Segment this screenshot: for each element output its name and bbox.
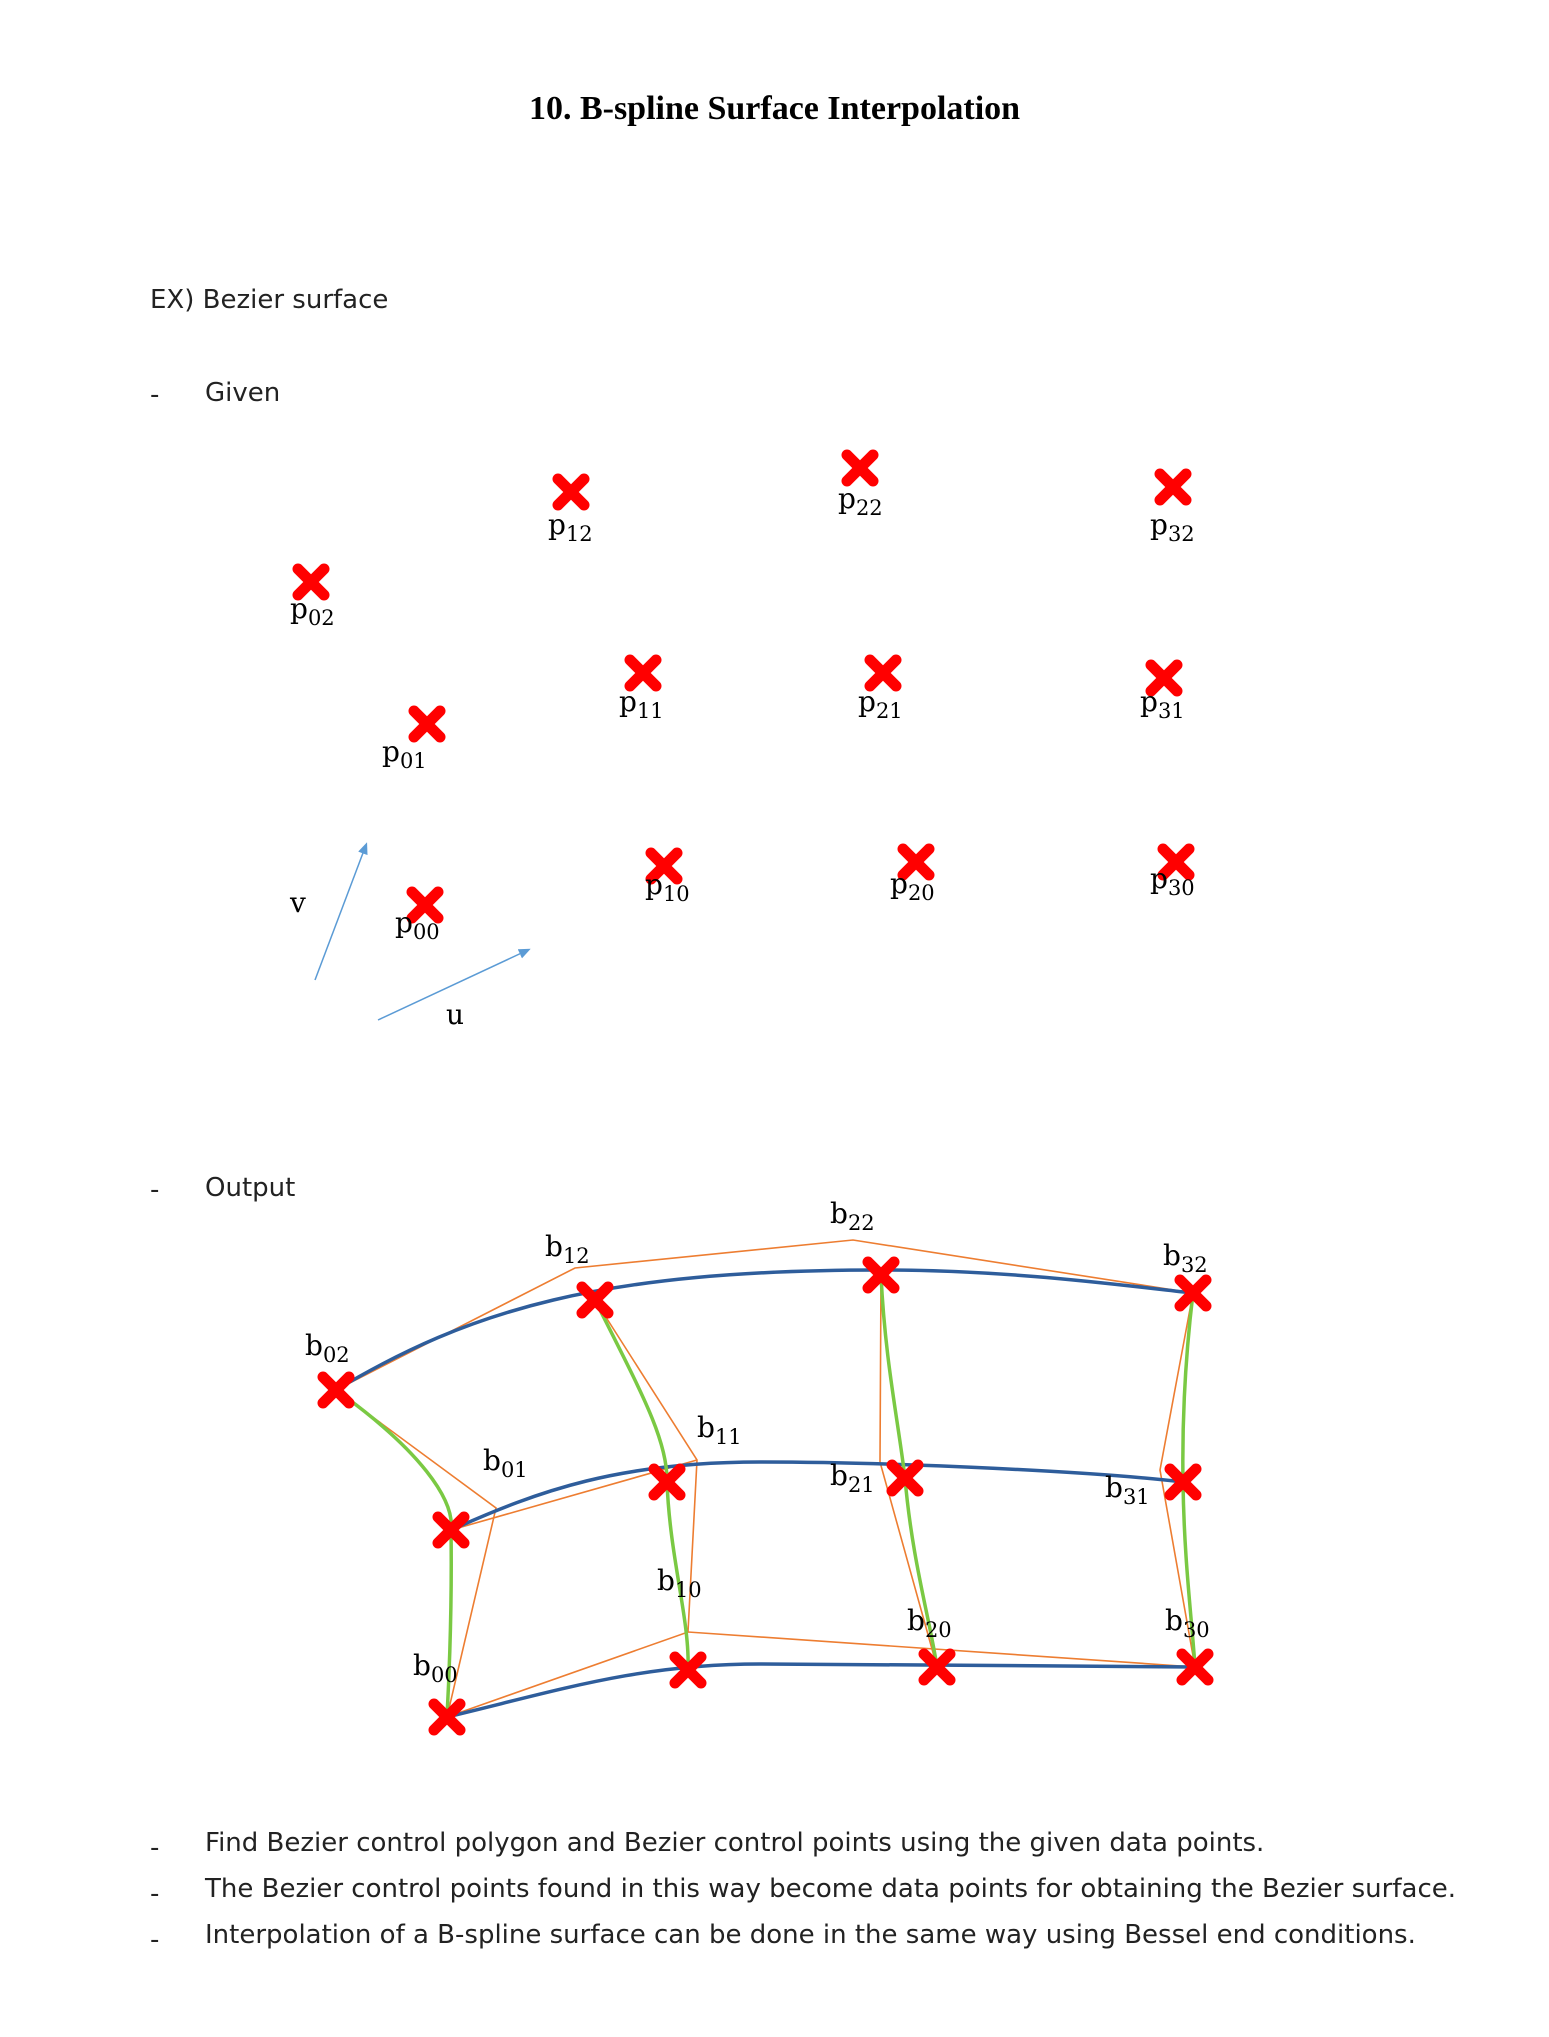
control-point-b00-marker bbox=[428, 1698, 466, 1736]
control-point-b01-marker bbox=[432, 1511, 470, 1549]
data-point-p22-marker bbox=[841, 449, 879, 487]
bullet-text-1: Find Bezier control polygon and Bezier c… bbox=[205, 1828, 1265, 1858]
control-polygon-edge bbox=[335, 1389, 497, 1718]
data-point-p11-label: p11 bbox=[619, 685, 664, 723]
control-point-b10-label: b10 bbox=[657, 1564, 702, 1602]
bullet-text-2: The Bezier control points found in this … bbox=[205, 1874, 1456, 1904]
control-point-b31-marker bbox=[1164, 1463, 1202, 1501]
data-point-p21-marker bbox=[864, 654, 902, 692]
data-point-p10-marker bbox=[645, 847, 683, 885]
control-point-b02-marker bbox=[317, 1371, 355, 1409]
bullet-dash-2: - bbox=[150, 1879, 160, 1909]
data-point-p00-label: p00 bbox=[395, 906, 440, 944]
data-point-p32-marker bbox=[1154, 468, 1192, 506]
given-label: Given bbox=[205, 378, 281, 408]
output-dash: - bbox=[150, 1175, 160, 1205]
example-heading: EX) Bezier surface bbox=[150, 285, 389, 315]
control-point-b22-label: b22 bbox=[830, 1197, 875, 1235]
control-point-b31-label: b31 bbox=[1105, 1471, 1150, 1509]
control-point-b30-label: b30 bbox=[1165, 1604, 1210, 1642]
bullet-dash-3: - bbox=[150, 1925, 160, 1955]
control-point-b21-label: b21 bbox=[830, 1459, 875, 1497]
data-point-p10-label: p10 bbox=[645, 868, 690, 906]
control-point-b20-marker bbox=[918, 1648, 956, 1686]
data-point-p31-marker bbox=[1145, 659, 1183, 697]
data-point-p02-label: p02 bbox=[290, 592, 335, 630]
data-point-p01-marker bbox=[408, 705, 446, 743]
data-point-p20-marker bbox=[897, 843, 935, 881]
u-axis-label: u bbox=[446, 998, 464, 1031]
control-point-b12-label: b12 bbox=[545, 1230, 590, 1268]
control-point-b02-label: b02 bbox=[305, 1329, 350, 1367]
data-point-p02-marker bbox=[292, 563, 330, 601]
control-point-b22-marker bbox=[862, 1256, 900, 1294]
u-axis-arrow bbox=[377, 948, 531, 1021]
data-point-p31-label: p31 bbox=[1140, 685, 1185, 723]
control-point-b20-label: b20 bbox=[907, 1604, 952, 1642]
control-point-b12-marker bbox=[576, 1281, 614, 1319]
data-point-p20-label: p20 bbox=[890, 867, 935, 905]
data-point-p11-marker bbox=[624, 654, 662, 692]
u-direction-curve-2 bbox=[446, 1662, 1196, 1719]
v-axis-label: v bbox=[289, 886, 306, 919]
given-dash: - bbox=[150, 380, 160, 410]
data-point-p00-marker bbox=[406, 886, 444, 924]
control-polygon-edge bbox=[446, 1631, 1196, 1718]
control-point-b32-label: b32 bbox=[1163, 1239, 1208, 1277]
u-direction-curve-1 bbox=[450, 1460, 1184, 1532]
control-point-b21-marker bbox=[886, 1459, 924, 1497]
given-data-points-figure: v u p00 p01 p02 p10 p11 p12 p20 p21 p22 p30 p31 p32 bbox=[289, 449, 1195, 1031]
u-direction-curve-0 bbox=[335, 1268, 1194, 1392]
control-point-b11-label: b11 bbox=[697, 1411, 742, 1449]
control-polygon-edge bbox=[335, 1239, 1194, 1391]
control-point-b30-marker bbox=[1176, 1648, 1214, 1686]
data-point-p12-marker bbox=[552, 473, 590, 511]
page-title: 10. B-spline Surface Interpolation bbox=[528, 90, 1021, 127]
v-axis-arrow bbox=[314, 842, 368, 981]
data-point-p32-label: p32 bbox=[1150, 508, 1195, 546]
data-point-p30-label: p30 bbox=[1150, 862, 1195, 900]
output-label: Output bbox=[205, 1173, 296, 1203]
control-point-b01-label: b01 bbox=[483, 1444, 528, 1482]
data-point-p12-label: p12 bbox=[548, 508, 593, 546]
control-point-b00-label: b00 bbox=[413, 1649, 458, 1687]
data-point-p21-label: p21 bbox=[858, 685, 903, 723]
control-point-b10-marker bbox=[669, 1651, 707, 1689]
control-polygon-edge bbox=[1159, 1292, 1196, 1668]
data-point-p22-label: p22 bbox=[838, 482, 883, 520]
data-point-p30-marker bbox=[1157, 843, 1195, 881]
bezier-control-net-figure: b00 b01 b02 b10 b11 b12 b20 b21 b22 b30 b31 b32 bbox=[305, 1197, 1214, 1736]
control-polygon-edge bbox=[879, 1274, 938, 1668]
control-point-b32-marker bbox=[1174, 1274, 1212, 1312]
control-point-b11-marker bbox=[648, 1463, 686, 1501]
data-point-p01-label: p01 bbox=[382, 735, 427, 773]
bullet-text-3: Interpolation of a B-spline surface can … bbox=[205, 1920, 1416, 1950]
bullet-dash-1: - bbox=[150, 1833, 160, 1863]
